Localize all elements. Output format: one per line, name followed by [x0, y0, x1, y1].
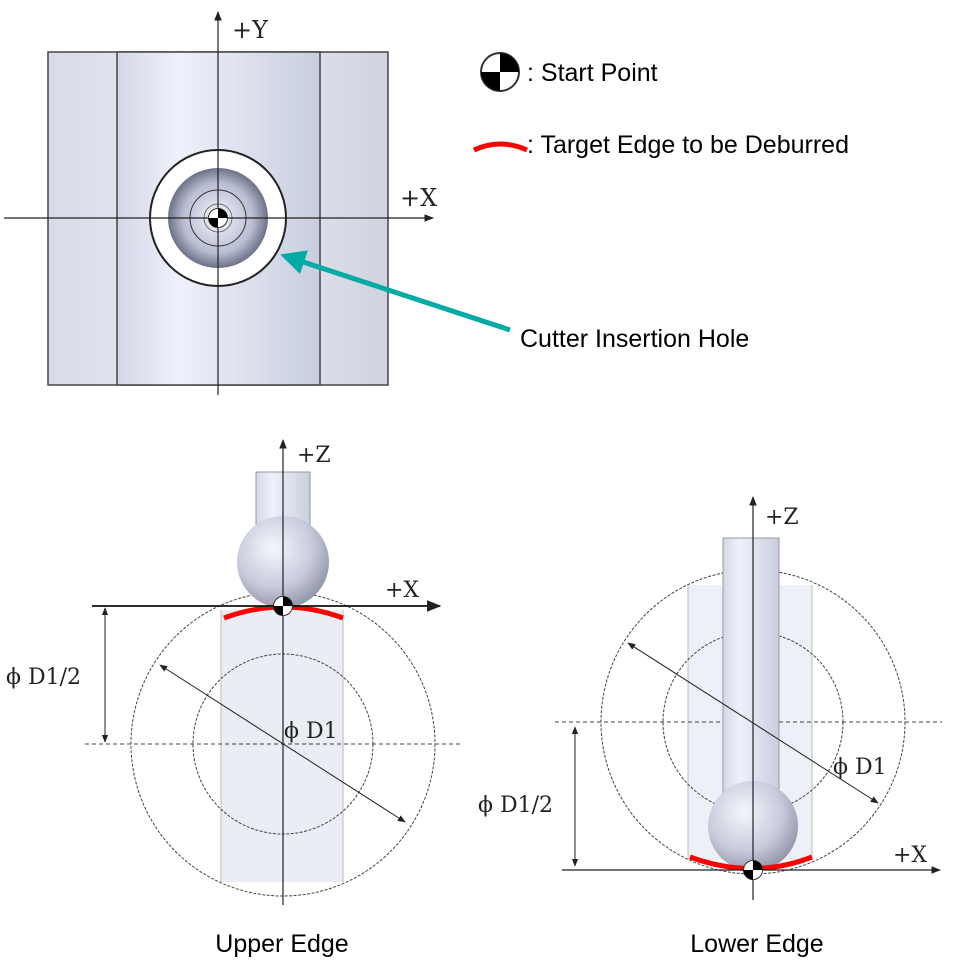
y-axis-label: +Y: [232, 16, 269, 44]
start-point-icon: [480, 52, 520, 92]
cutter-shank: [722, 537, 780, 809]
lower-edge-view: +Z +X ϕ D1/2 ϕ D1 Lower Edge: [478, 496, 942, 958]
diameter-label: ϕ D1: [833, 755, 887, 780]
legend-target-edge: : Target Edge to be Deburred: [527, 131, 849, 159]
upper-edge-view: +Z +X ϕ D1/2 ϕ D1 Upper Edge: [6, 439, 462, 958]
target-edge-icon: [472, 141, 529, 153]
callout-label: Cutter Insertion Hole: [520, 325, 749, 353]
start-point-icon: [273, 596, 293, 616]
start-point-icon: [208, 208, 228, 228]
radius-label: ϕ D1/2: [6, 665, 81, 690]
legend-start-point: : Start Point: [527, 59, 658, 87]
z-axis-label: +Z: [297, 443, 331, 468]
x-axis-label: +X: [400, 184, 437, 212]
z-axis-label: +Z: [765, 505, 799, 530]
radius-label: ϕ D1/2: [478, 793, 553, 818]
diameter-dimension: [159, 664, 406, 823]
diameter-dimension: [627, 642, 879, 804]
diameter-label: ϕ D1: [284, 719, 338, 744]
caption-upper-edge: Upper Edge: [215, 930, 348, 958]
callout-arrow: [280, 250, 511, 333]
top-view: +Y +X Cutter Insertion Hole: [4, 11, 749, 395]
start-point-icon: [743, 860, 763, 880]
bore: [221, 610, 343, 882]
x-axis-label: +X: [893, 843, 927, 868]
legend: : Start Point : Target Edge to be Deburr…: [472, 52, 849, 159]
x-axis-label: +X: [385, 578, 419, 603]
caption-lower-edge: Lower Edge: [690, 930, 823, 958]
